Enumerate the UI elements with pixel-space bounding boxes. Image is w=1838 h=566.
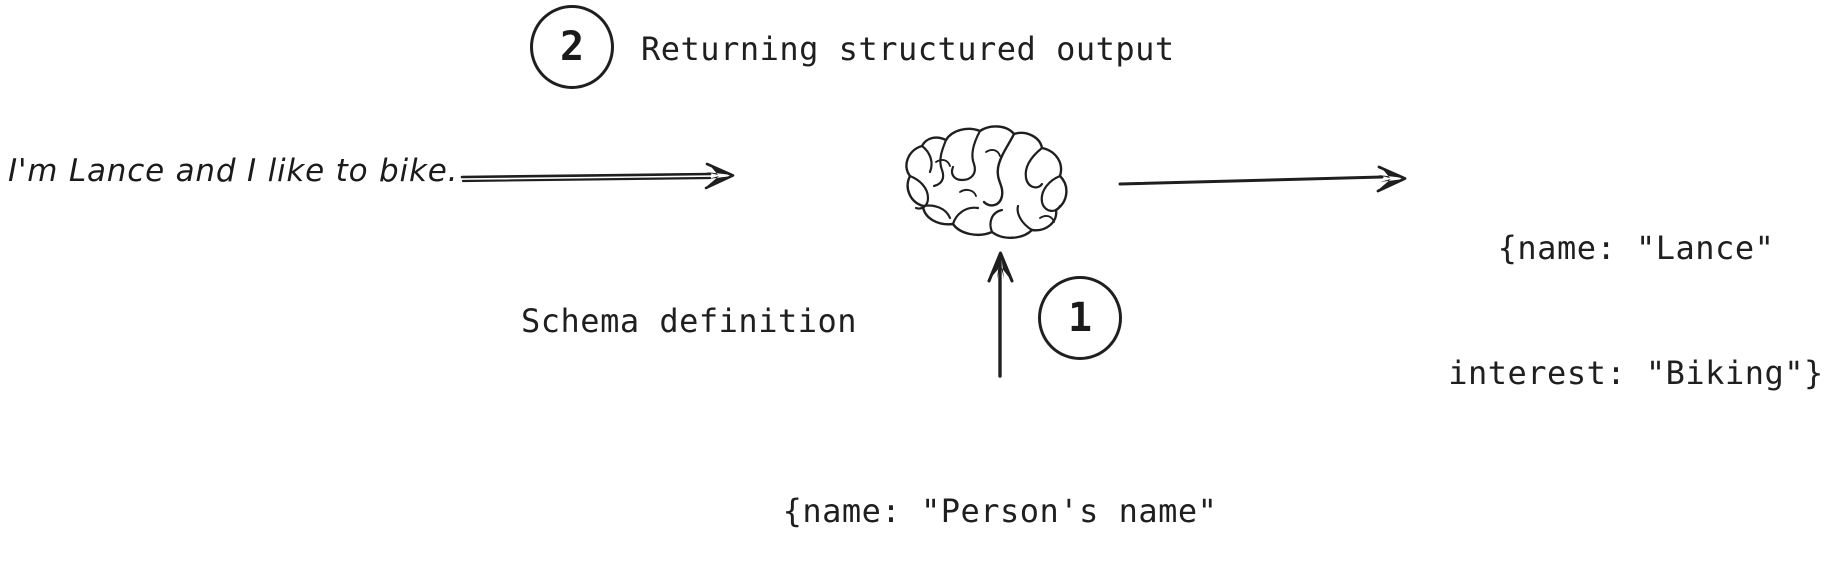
structured-output-block: {name: "Lance" interest: "Biking"} (1440, 145, 1832, 478)
step-2-caption: Returning structured output (641, 30, 1175, 68)
brain-icon (890, 118, 1090, 248)
model-to-output-arrow (1118, 152, 1408, 198)
step-badge-1: 1 (1038, 276, 1122, 360)
step-1-caption: Schema definition (521, 302, 858, 340)
step-badge-1-number: 1 (1067, 295, 1093, 341)
input-to-model-arrow (460, 150, 740, 200)
structured-output-line-1: {name: "Lance" (1497, 229, 1775, 268)
schema-definition-block: {name: "Person's name" interest: "Person… (600, 408, 1400, 566)
schema-to-model-arrow (975, 248, 1025, 378)
schema-line-1: {name: "Person's name" (782, 492, 1218, 531)
structured-output-line-2: interest: "Biking"} (1448, 353, 1824, 392)
input-utterance-text: I'm Lance and I like to bike. (8, 153, 459, 189)
step-badge-2-number: 2 (559, 24, 585, 70)
step-badge-2: 2 (530, 5, 614, 89)
